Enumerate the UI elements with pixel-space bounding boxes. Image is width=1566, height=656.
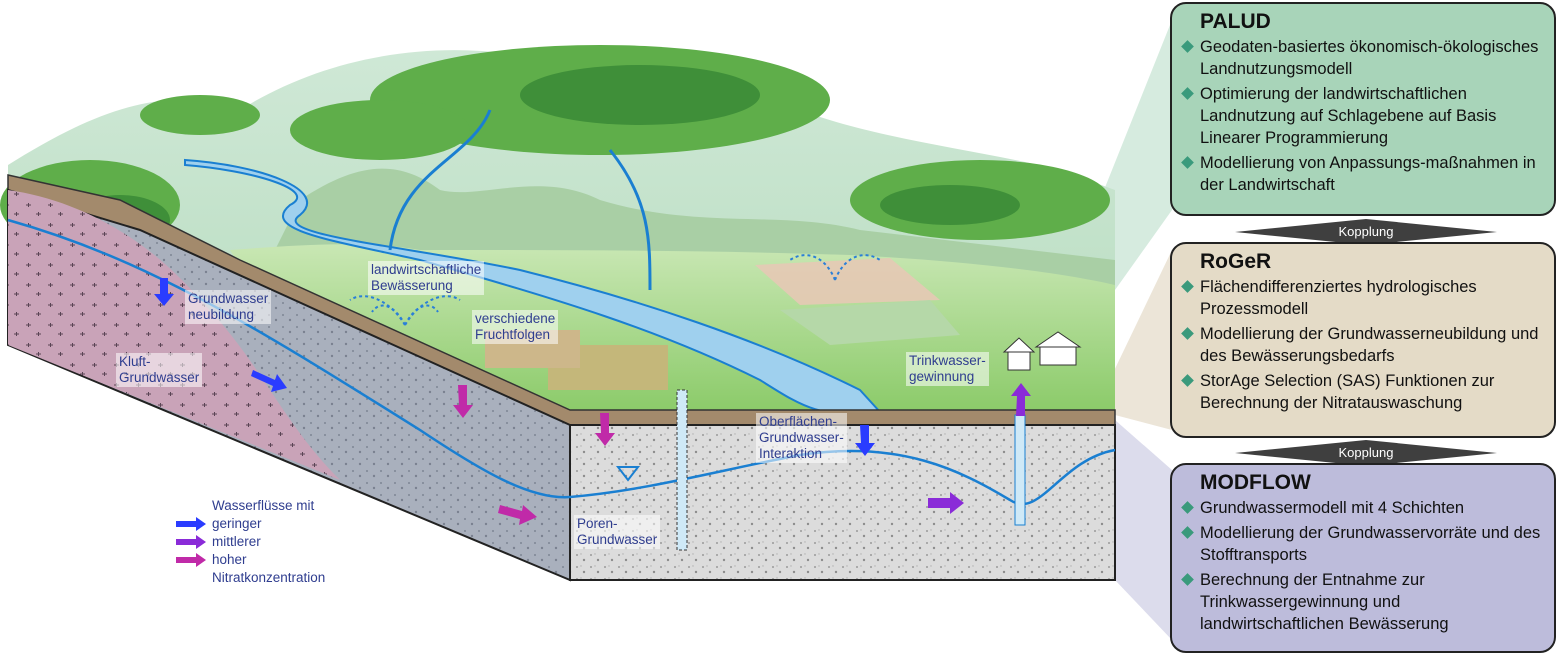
coupling-connector: Kopplung [1235, 440, 1497, 466]
water-level-icon [615, 466, 641, 482]
label-fracture-gw: Kluft-Grundwasser [116, 353, 203, 387]
label-line: Interaktion [759, 446, 823, 461]
panel-title: PALUD [1200, 10, 1271, 33]
arrow-low [154, 278, 174, 306]
panel-roger: RoGeR Flächendifferenziertes hydrologisc… [1170, 242, 1556, 438]
bullet-text: StorAge Selection (SAS) Funktionen zur B… [1200, 372, 1495, 412]
label-line: Grundwasser [119, 370, 200, 385]
label-line: Poren- [577, 516, 618, 531]
bullet-item: Optimierung der landwirtschaftlichen Lan… [1181, 83, 1546, 149]
crop-patches [755, 258, 940, 305]
bullet-text: Geodaten-basiertes ökonomisch-ökologisch… [1200, 38, 1539, 78]
arrow-high [595, 413, 615, 446]
label-line: Grundwasser [188, 291, 269, 306]
diamond-bullet-icon [1181, 87, 1194, 100]
roger-connector [1100, 250, 1172, 430]
panel-palud: PALUD Geodaten-basiertes ökonomisch-ökol… [1170, 2, 1556, 216]
diamond-bullet-icon [1181, 156, 1194, 169]
label-line: gewinnung [909, 369, 975, 384]
bullet-text: Grundwassermodell mit 4 Schichten [1200, 499, 1465, 517]
bullet-item: StorAge Selection (SAS) Funktionen zur B… [1181, 370, 1546, 414]
diamond-bullet-icon [1181, 526, 1194, 539]
label-line: Kluft- [119, 354, 151, 369]
label-line: neubildung [188, 307, 255, 322]
diamond-bullet-icon [1181, 501, 1194, 514]
flow-arrows [154, 278, 1031, 525]
panel-title: RoGeR [1200, 250, 1272, 273]
well [676, 389, 688, 551]
arrow-low [251, 370, 287, 392]
legend-footer: Nitratkonzentration [212, 570, 326, 585]
bullet-text: Flächendifferenziertes hydrologisches Pr… [1200, 278, 1477, 318]
coupling-diamond-icon [1235, 440, 1497, 466]
water-table [7, 218, 1116, 506]
label-drinking-water: Trinkwasser-gewinnung [906, 352, 989, 386]
bullet-text: Optimierung der landwirtschaftlichen Lan… [1200, 85, 1497, 147]
house-icon [1002, 331, 1082, 371]
label-line: landwirtschaftliche [371, 262, 482, 277]
diamond-bullet-icon [1181, 40, 1194, 53]
bullet-item: Modellierung von Anpassungs-maßnahmen in… [1181, 152, 1546, 196]
legend-item-low: geringer [176, 515, 325, 533]
label-sw-gw-interaction: Oberflächen-Grundwasser-Interaktion [756, 413, 847, 463]
label-line: verschiedene [475, 311, 556, 326]
sprinkler-icon [349, 254, 881, 326]
coupling-label: Kopplung [1338, 445, 1394, 460]
diamond-bullet-icon [1181, 374, 1194, 387]
label-line: Trinkwasser- [909, 353, 986, 368]
arrow-medium [928, 492, 964, 514]
legend-label: hoher [212, 552, 247, 567]
legend-item-medium: mittlerer [176, 533, 325, 551]
legend-label: geringer [212, 516, 262, 531]
diamond-bullet-icon [1181, 573, 1194, 586]
bullet-text: Modellierung von Anpassungs-maßnahmen in… [1200, 154, 1536, 194]
label-line: Oberflächen- [759, 414, 838, 429]
palud-connector [1100, 20, 1172, 290]
bullet-text: Berechnung der Entnahme zur Trinkwasserg… [1200, 571, 1449, 633]
arrow-icon [176, 517, 206, 531]
label-line: Bewässerung [371, 278, 453, 293]
bullet-item: Modellierung der Grundwasservorräte und … [1181, 522, 1546, 566]
fractured-rock [8, 190, 340, 480]
diamond-bullet-icon [1181, 327, 1194, 340]
label-line: Grundwasser- [759, 430, 844, 445]
bullet-item: Modellierung der Grundwasserneubildung u… [1181, 323, 1546, 367]
arrow-medium [1011, 383, 1031, 416]
diamond-bullet-icon [1181, 280, 1194, 293]
bullet-item: Flächendifferenziertes hydrologisches Pr… [1181, 276, 1546, 320]
arrow-low [855, 425, 875, 456]
arrow-icon [176, 535, 206, 549]
legend-title: Wasserflüsse mit [212, 498, 315, 513]
arrow-high [453, 385, 473, 418]
label-line: Grundwasser [577, 532, 658, 547]
bullet-item: Geodaten-basiertes ökonomisch-ökologisch… [1181, 36, 1546, 80]
panel-modflow: MODFLOW Grundwassermodell mit 4 Schichte… [1170, 463, 1556, 653]
coupling-label: Kopplung [1338, 224, 1394, 239]
coupling-diamond-icon [1235, 219, 1497, 245]
arrow-high [498, 505, 537, 525]
bullet-text: Modellierung der Grundwasserneubildung u… [1200, 325, 1539, 365]
label-line: Fruchtfolgen [475, 327, 551, 342]
coupling-connector: Kopplung [1235, 219, 1497, 245]
bullet-item: Berechnung der Entnahme zur Trinkwasserg… [1181, 569, 1546, 635]
legend-label: mittlerer [212, 534, 261, 549]
label-pore-gw: Poren-Grundwasser [574, 515, 661, 549]
bullet-text: Modellierung der Grundwasservorräte und … [1200, 524, 1541, 564]
legend-item-high: hoher [176, 551, 325, 569]
bullet-item: Grundwassermodell mit 4 Schichten [1181, 497, 1546, 519]
modflow-connector [1115, 420, 1172, 640]
panel-title: MODFLOW [1200, 471, 1311, 494]
well [1014, 414, 1026, 526]
arrow-icon [176, 553, 206, 567]
legend: Wasserflüsse mit geringer mittlerer hohe… [176, 497, 325, 587]
